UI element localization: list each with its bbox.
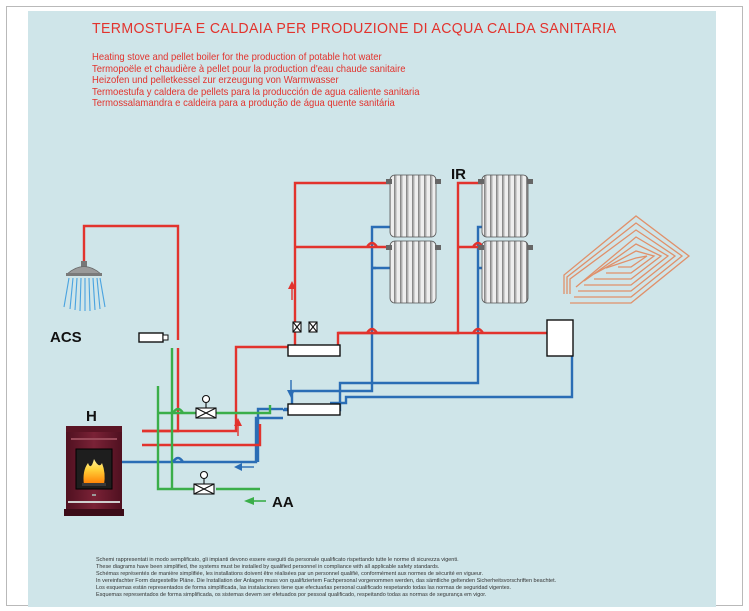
manifold-icon <box>138 319 574 416</box>
disclaimer-en: These diagrams have been simplified, the… <box>96 564 440 570</box>
diagram-title: TERMOSTUFA E CALDAIA PER PRODUZIONE DI A… <box>92 20 617 37</box>
zone-valve-left <box>292 321 302 333</box>
shower-head-icon <box>63 261 106 312</box>
radiator-top-right <box>478 174 533 238</box>
disclaimer-pt: Esquemas representados de forma simplifi… <box>96 592 487 598</box>
flow-manifold <box>287 344 341 357</box>
radiator-bottom-right <box>478 240 533 304</box>
subtitle-pt: Termossalamandra e caldeira para a produ… <box>92 98 395 110</box>
label-ir: IR <box>451 166 466 183</box>
subtitle-es: Termoestufa y caldera de pellets para la… <box>92 86 420 98</box>
label-h: H <box>86 408 97 425</box>
pellet-stove-icon <box>64 426 124 516</box>
cold-water-pipes <box>156 348 272 491</box>
heat-exchanger <box>138 332 164 343</box>
mixing-valve-lower <box>193 470 215 495</box>
diagram-panel: TERMOSTUFA E CALDAIA PER PRODUZIONE DI A… <box>28 11 716 607</box>
floor-heating-unit <box>546 319 574 357</box>
pipe-crossovers <box>171 241 485 463</box>
disclaimer: Schemi rappresentati in modo semplificat… <box>96 557 706 599</box>
subtitle-en: Heating stove and pellet boiler for the … <box>92 52 382 63</box>
return-manifold <box>287 403 341 416</box>
mixing-valve-upper <box>195 394 217 419</box>
disclaimer-fr: Schémas représentés de manière simplifié… <box>96 571 483 577</box>
flow-arrow-icon <box>234 281 296 505</box>
zone-valve-right <box>308 321 318 333</box>
subtitle-de: Heizofen und pelletkessel zur erzeugung … <box>92 75 339 87</box>
subtitle-fr: Termopoële et chaudière à pellet pour la… <box>92 63 406 75</box>
underfloor-heating-coil <box>563 215 691 304</box>
disclaimer-it: Schemi rappresentati in modo semplificat… <box>96 557 459 563</box>
label-acs: ACS <box>50 329 82 346</box>
heating-schematic: IR ACS H AA <box>50 166 691 516</box>
label-aa: AA <box>272 494 294 511</box>
radiator-icon <box>386 174 533 304</box>
radiator-top-left <box>386 174 441 238</box>
valve-icon <box>193 321 318 495</box>
disclaimer-de: In vereinfachter Form dargestellte Pläne… <box>96 578 557 584</box>
subtitle-list: Heating stove and pellet boiler for the … <box>92 52 448 110</box>
disclaimer-es: Los esquemas están representados de form… <box>96 585 512 591</box>
radiator-bottom-left <box>386 240 441 304</box>
